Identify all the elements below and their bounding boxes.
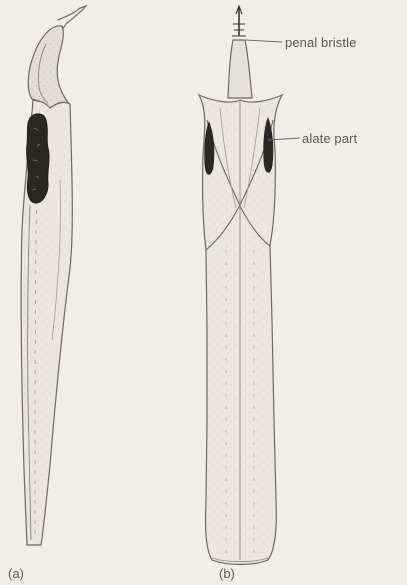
specimen-a bbox=[21, 6, 86, 545]
specimen-b bbox=[199, 6, 282, 565]
specimen-a-dark-patch bbox=[26, 114, 49, 203]
leader-line-penal-bristle bbox=[246, 40, 282, 42]
panel-label-b: (b) bbox=[219, 566, 235, 581]
label-alate-part: alate part bbox=[302, 131, 357, 146]
specimen-a-head bbox=[28, 26, 69, 108]
specimen-b-neck bbox=[228, 40, 252, 98]
label-penal-bristle: penal bristle bbox=[285, 35, 356, 50]
panel-label-a: (a) bbox=[8, 566, 24, 581]
